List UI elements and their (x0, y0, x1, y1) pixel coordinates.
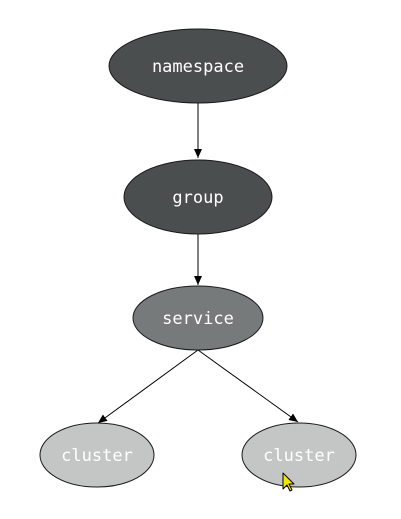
node-group-shape (123, 159, 273, 235)
node-cluster-right-label: cluster (263, 446, 335, 466)
node-cluster-left-shape (39, 422, 155, 488)
edge-service-cluster-left (97, 349, 199, 424)
mouse-cursor-icon (282, 472, 295, 492)
node-service-shape (132, 285, 264, 351)
edge-service-cluster-right (197, 349, 299, 423)
node-namespace[interactable]: namespace (108, 28, 288, 104)
node-group[interactable]: group (123, 159, 273, 235)
node-cluster-left-label: cluster (61, 446, 133, 466)
node-namespace-shape (108, 28, 288, 104)
node-service-label: service (162, 309, 234, 329)
node-cluster-right[interactable]: cluster (241, 422, 357, 488)
node-service[interactable]: service (132, 285, 264, 351)
node-namespace-label: namespace (152, 57, 244, 77)
node-cluster-right-shape (241, 422, 357, 488)
node-cluster-left[interactable]: cluster (39, 422, 155, 488)
node-group-label: group (172, 188, 223, 208)
